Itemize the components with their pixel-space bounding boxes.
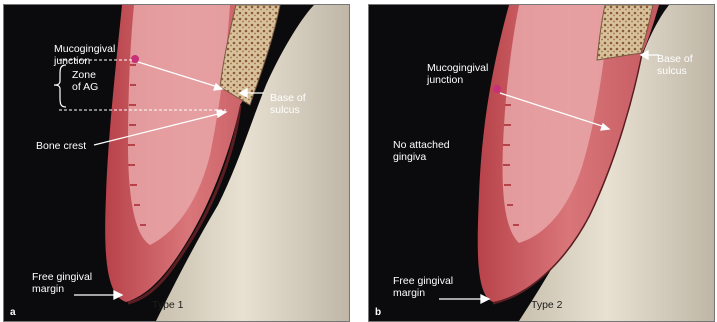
panel-letter: a (10, 307, 16, 318)
panel-a: Mucogingival junction Zone of AG Base of… (3, 4, 350, 322)
label-base-of-sulcus: Base of sulcus (270, 92, 306, 116)
panel-letter: b (375, 307, 381, 318)
label-free-gingival-margin: Free gingival margin (32, 271, 92, 295)
label-no-attached-gingiva: No attached gingiva (393, 139, 450, 163)
label-base-of-sulcus: Base of sulcus (657, 53, 693, 77)
label-zone-of-ag: Zone of AG (72, 69, 98, 93)
label-mucogingival-junction: Mucogingival junction (54, 43, 115, 67)
label-type: Type 2 (531, 299, 563, 311)
mucogingival-marker (131, 55, 139, 63)
zone-brace (54, 65, 66, 107)
label-free-gingival-margin: Free gingival margin (393, 275, 453, 299)
label-type: Type 1 (152, 299, 184, 311)
label-mucogingival-junction: Mucogingival junction (427, 62, 488, 86)
label-bone-crest: Bone crest (36, 140, 86, 152)
panel-b: Mucogingival junction Base of sulcus No … (368, 4, 715, 322)
connective-tissue (128, 5, 230, 245)
mucogingival-marker (493, 85, 501, 93)
